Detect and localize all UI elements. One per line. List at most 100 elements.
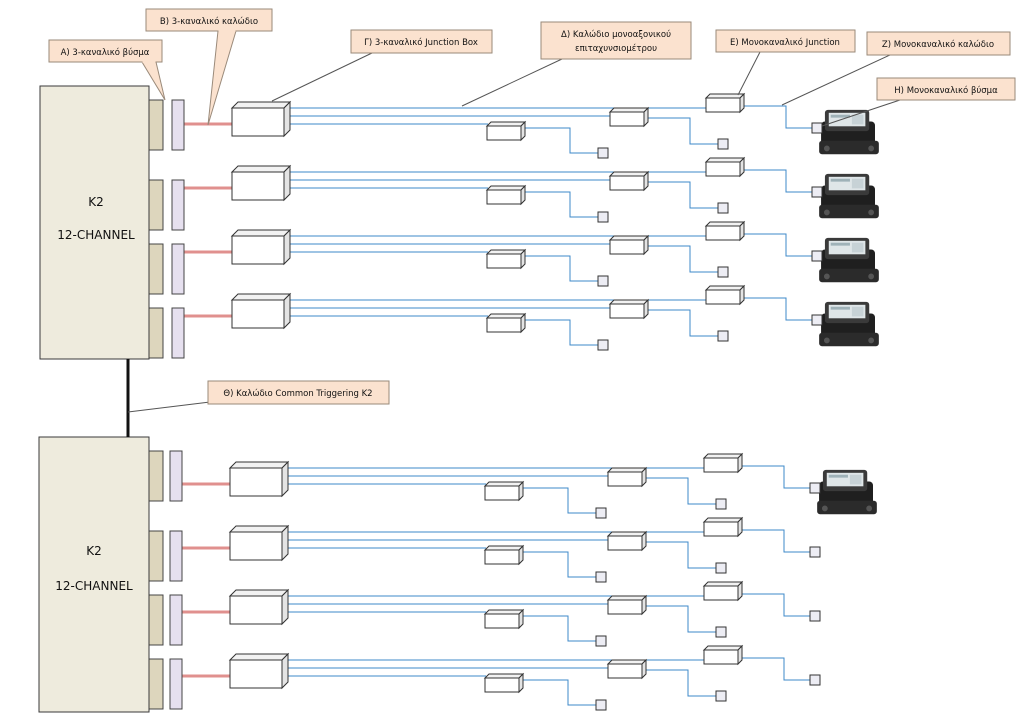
r1-row1-3ch-junction-box-front bbox=[231, 107, 285, 137]
r1-row2-ch3-drop bbox=[524, 191, 598, 218]
r1-row4-ch3-drop bbox=[524, 319, 598, 346]
r2-row3-1ch-junction-a-front bbox=[703, 585, 739, 601]
r2-row3-1ch-junction-c bbox=[483, 608, 525, 630]
r2-row3-ch3-drop bbox=[522, 615, 596, 642]
r1-row1-1ch-junction-c-front bbox=[486, 125, 522, 141]
r1-row4-1ch-junction-c-side bbox=[520, 312, 526, 334]
callout-b: Β) 3-καναλικό καλώδιο bbox=[145, 8, 273, 126]
r2-row1-1ch-junction-b bbox=[606, 466, 648, 488]
r2-row4-3ch-plug bbox=[169, 658, 183, 710]
r2-row4-3ch-junction-box bbox=[228, 652, 290, 690]
r2-row3-recorder-connector bbox=[148, 594, 164, 646]
r1-row3-ch2-plug bbox=[717, 266, 729, 278]
r1-row3-1ch-junction-c-side bbox=[520, 248, 526, 270]
r2-row2-3ch-junction-box-side bbox=[281, 524, 289, 562]
r2-row1-3ch-junction-box-top bbox=[228, 461, 290, 469]
r2-row3-3ch-junction-box bbox=[228, 588, 290, 626]
r1-row3-3ch-plug bbox=[171, 243, 185, 295]
r2-row2-1ch-junction-a bbox=[702, 516, 744, 538]
r1-row1-1ch-junction-a-front bbox=[705, 97, 741, 113]
callout-c: Γ) 3-καναλικό Junction Box bbox=[271, 29, 493, 102]
r1-row4-3ch-junction-box-top bbox=[230, 293, 292, 301]
r1-row4-3ch-junction-box-side bbox=[283, 292, 291, 330]
r2-row3-ch2-plug bbox=[715, 626, 727, 638]
callout-theta: Θ) Καλώδιο Common Triggering K2 bbox=[127, 380, 390, 413]
r1-row4-recorder-connector bbox=[148, 307, 164, 359]
r2-row3-1ch-junction-b-front bbox=[607, 599, 643, 615]
r2-row1-ch1-plug bbox=[809, 482, 821, 494]
r1-row4-1ch-junction-a-side bbox=[739, 284, 745, 306]
r2-row2-1ch-junction-c-side bbox=[518, 544, 524, 566]
r2-row4-1ch-junction-c bbox=[483, 672, 525, 694]
r2-row1-1ch-junction-b-top bbox=[606, 467, 648, 473]
r1-row1-1ch-junction-b bbox=[608, 106, 650, 128]
r2-row3-1ch-junction-c-front bbox=[484, 613, 520, 629]
callout-h: Η) Μονοκαναλικό βύσμα bbox=[821, 77, 1016, 127]
r1-row2-accelerometer-sensor bbox=[819, 173, 879, 219]
r2-row4-ch3-drop bbox=[522, 679, 596, 706]
r1-row3-ch2-drop bbox=[648, 245, 718, 273]
r2-row3-ch2-drop bbox=[646, 605, 716, 633]
r2-row3-1ch-junction-a-side bbox=[737, 580, 743, 602]
r2-row2-1ch-junction-a-front bbox=[703, 521, 739, 537]
r2-row4-ch2-drop bbox=[646, 669, 716, 697]
r2-row1-1ch-junction-a-side bbox=[737, 452, 743, 474]
r2-row3-ch1-plug bbox=[809, 610, 821, 622]
r2-row1-ch2-plug bbox=[715, 498, 727, 510]
r1-row4-1ch-junction-b bbox=[608, 298, 650, 320]
r2-row4-ch1-plug bbox=[809, 674, 821, 686]
r1-row3-1ch-junction-a-front bbox=[705, 225, 741, 241]
r2-row3-1ch-junction-c-top bbox=[483, 609, 525, 615]
r1-row3-1ch-junction-a bbox=[704, 220, 746, 242]
r1-row4-3ch-plug bbox=[171, 307, 185, 359]
r1-row4-3ch-junction-box-front bbox=[231, 299, 285, 329]
r2-row2-1ch-junction-b bbox=[606, 530, 648, 552]
r2-row1-1ch-junction-c-front bbox=[484, 485, 520, 501]
r2-row1-recorder-connector bbox=[148, 450, 164, 502]
r1-row1-3ch-junction-box bbox=[230, 100, 292, 138]
r1-row4-1ch-junction-b-top bbox=[608, 299, 650, 305]
r2-row2-ch2-plug bbox=[715, 562, 727, 574]
r1-row2-3ch-junction-box-front bbox=[231, 171, 285, 201]
r2-row4-ch3-plug bbox=[595, 699, 607, 711]
r1-row2-ch2-plug bbox=[717, 202, 729, 214]
r1-row2-3ch-junction-box bbox=[230, 164, 292, 202]
r2-row2-1ch-junction-b-top bbox=[606, 531, 648, 537]
r1-row4-ch3-plug bbox=[597, 339, 609, 351]
r1-row2-1ch-junction-a bbox=[704, 156, 746, 178]
r2-row2-ch2-drop bbox=[646, 541, 716, 569]
r1-row3-3ch-junction-box-top bbox=[230, 229, 292, 237]
r1-row3-recorder-connector bbox=[148, 243, 164, 295]
r2-row4-1ch-junction-a bbox=[702, 644, 744, 666]
r1-row2-ch3-plug bbox=[597, 211, 609, 223]
r1-row1-ch1-drop bbox=[744, 105, 812, 129]
r1-row2-1ch-junction-b bbox=[608, 170, 650, 192]
r2-row3-1ch-junction-b bbox=[606, 594, 648, 616]
r2-row2-ch3-drop bbox=[522, 551, 596, 578]
r2-row2-1ch-junction-b-front bbox=[607, 535, 643, 551]
r2-row4-1ch-junction-c-top bbox=[483, 673, 525, 679]
r2-row1-1ch-junction-b-side bbox=[641, 466, 647, 488]
r2-row1-1ch-junction-a-front bbox=[703, 457, 739, 473]
r2-row3-1ch-junction-c-side bbox=[518, 608, 524, 630]
r1-row4-ch2-drop bbox=[648, 309, 718, 337]
r2-row3-3ch-junction-box-side bbox=[281, 588, 289, 626]
callout-layer: Α) 3-καναλικό βύσμα Β) 3-καναλικό καλώδι… bbox=[48, 8, 1016, 413]
r2-row3-1ch-junction-b-side bbox=[641, 594, 647, 616]
r1-row4-ch2-plug bbox=[717, 330, 729, 342]
k2-recorder-1: K2 12-CHANNEL bbox=[39, 85, 150, 360]
callout-e: Ε) Μονοκαναλικό Junction bbox=[715, 29, 856, 96]
r2-row2-1ch-junction-c-top bbox=[483, 545, 525, 551]
r2-row4-1ch-junction-b bbox=[606, 658, 648, 680]
r1-row3-1ch-junction-b-front bbox=[609, 239, 645, 255]
r2-row3-ch3-plug bbox=[595, 635, 607, 647]
r2-row4-1ch-junction-a-front bbox=[703, 649, 739, 665]
r2-row4-1ch-junction-a-top bbox=[702, 645, 744, 651]
r1-row3-3ch-junction-box-side bbox=[283, 228, 291, 266]
r2-row4-recorder-connector bbox=[148, 658, 164, 710]
r1-row1-ch2-drop bbox=[648, 117, 718, 145]
r1-row2-1ch-junction-c-top bbox=[485, 185, 527, 191]
r1-row3-1ch-junction-b bbox=[608, 234, 650, 256]
r1-row4-3ch-junction-box bbox=[230, 292, 292, 330]
r1-row4-1ch-junction-a-top bbox=[704, 285, 746, 291]
